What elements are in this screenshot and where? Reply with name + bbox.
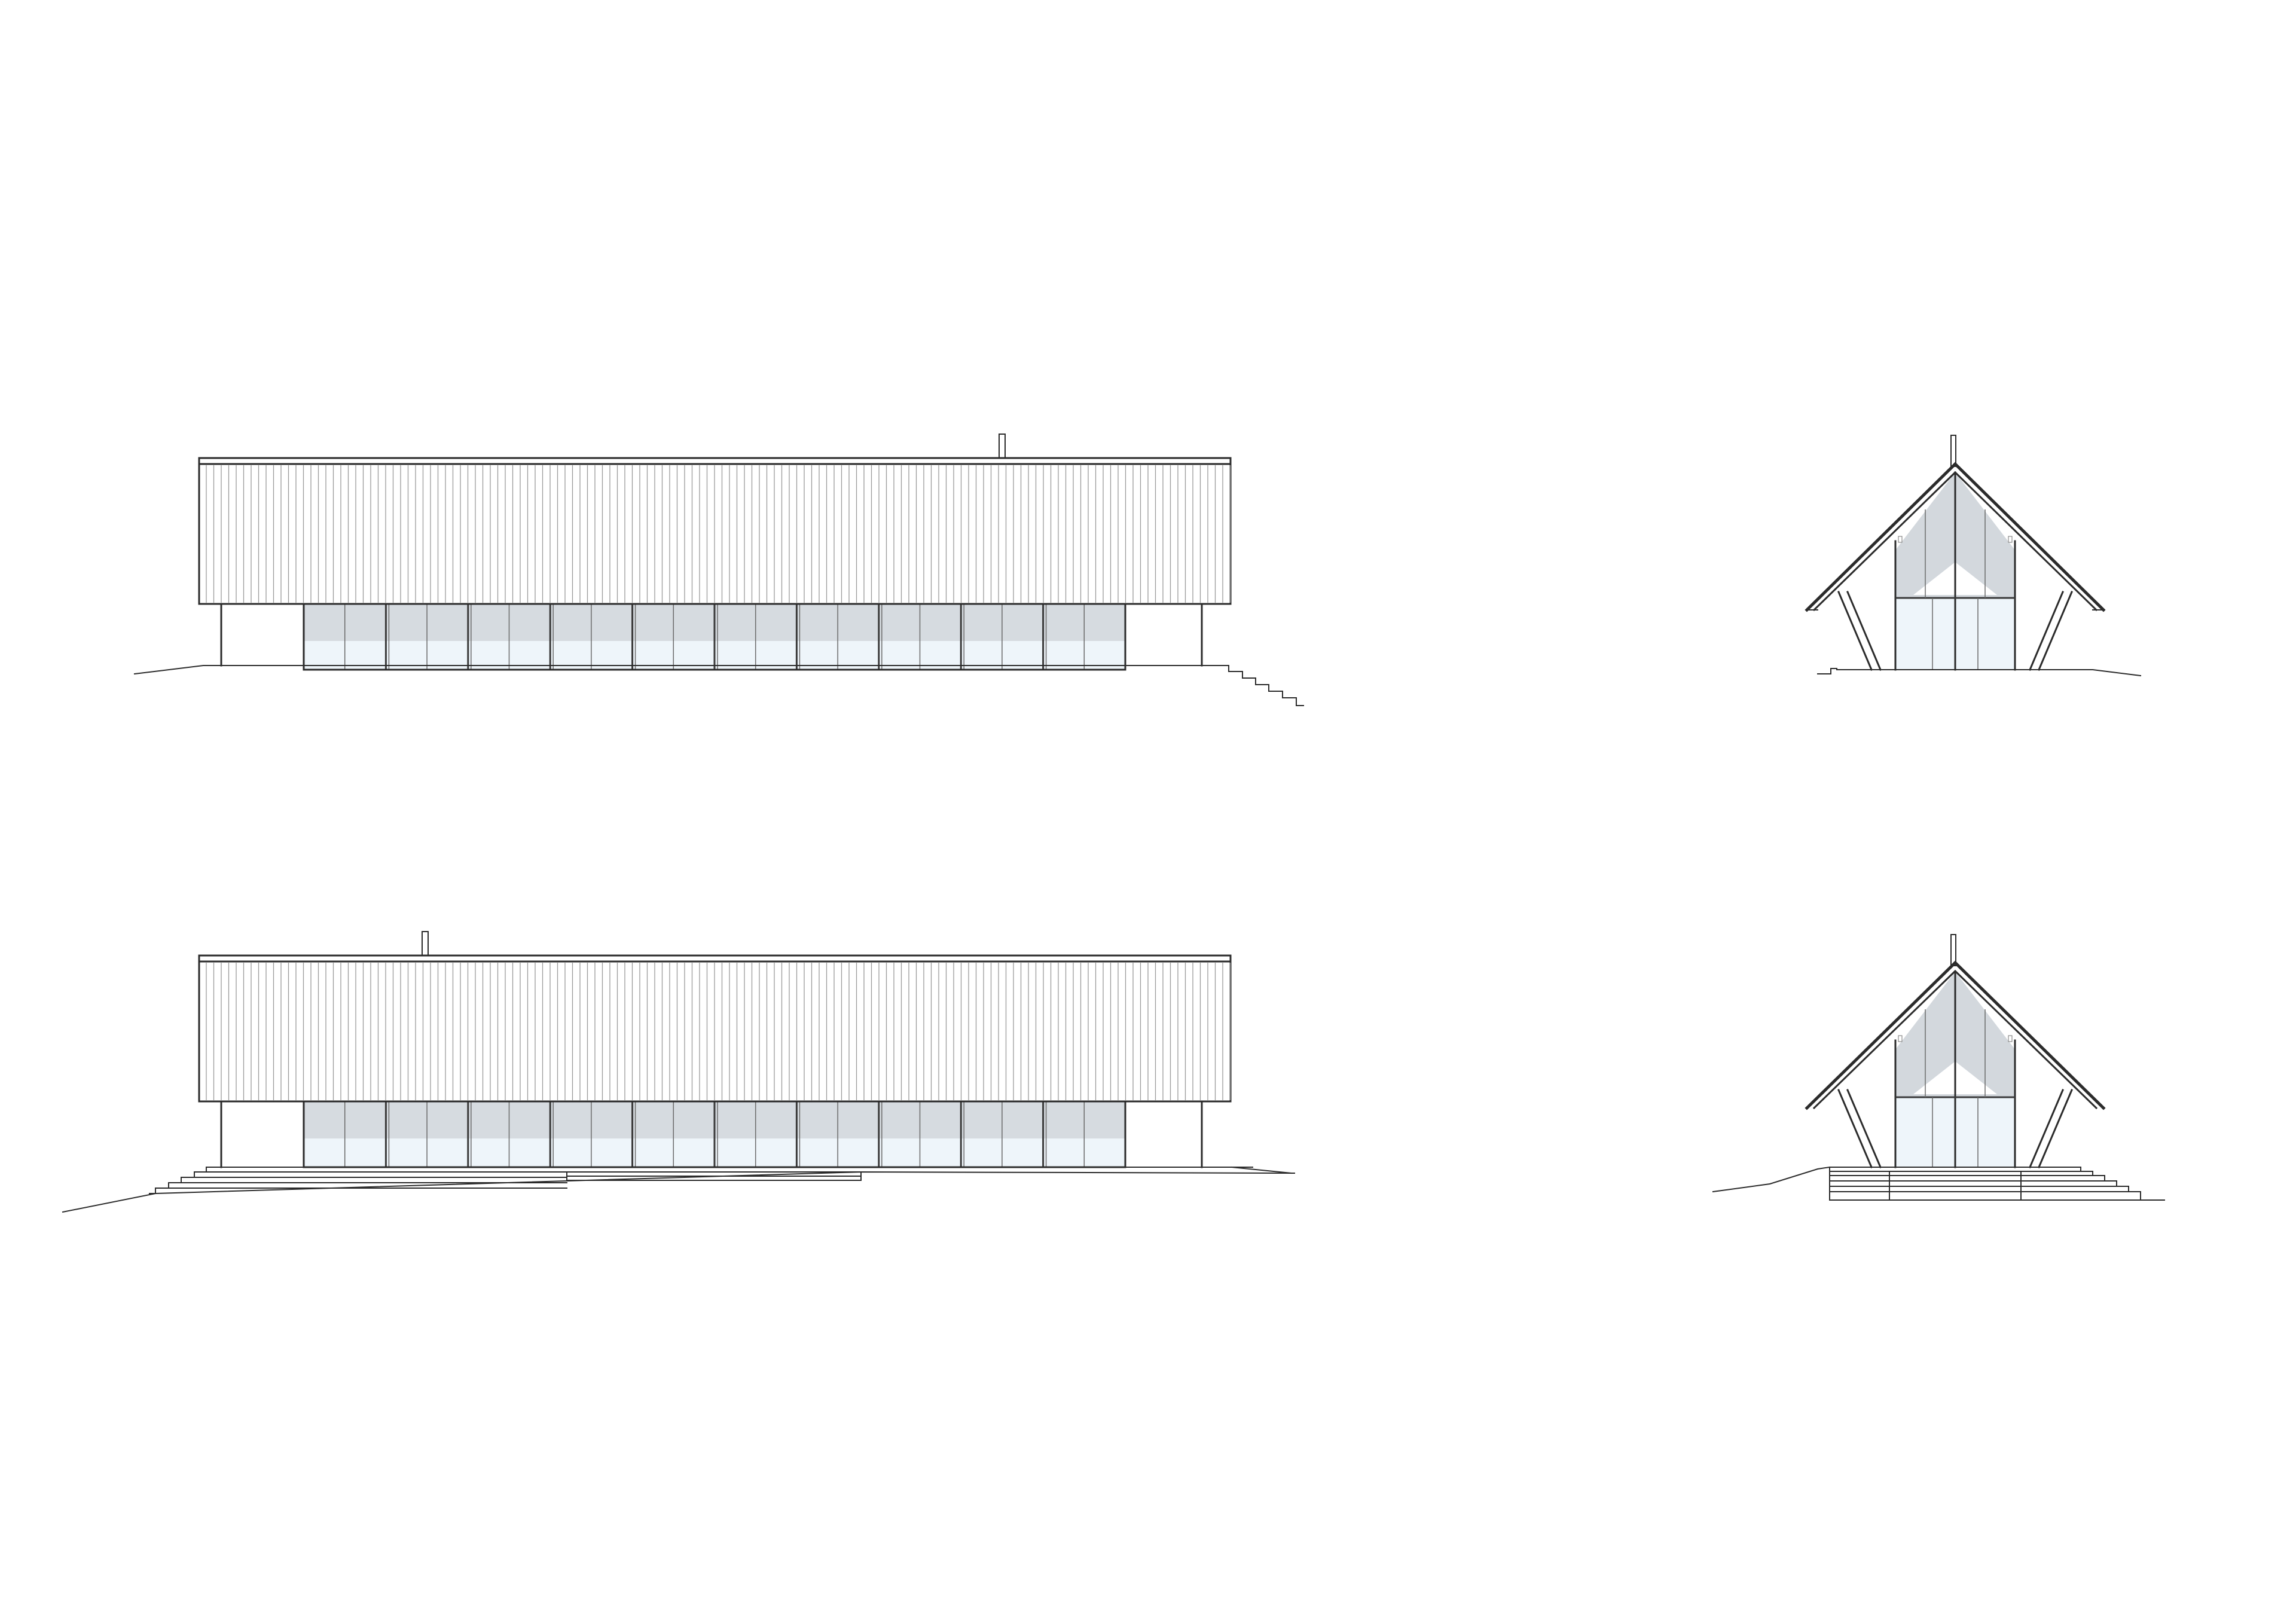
vertical-cladding-lines — [206, 465, 1231, 603]
vertical-cladding-lines — [206, 963, 1231, 1100]
gable-elevation-a — [1805, 435, 2142, 677]
ground-line — [1712, 1166, 1831, 1193]
strut-right — [2038, 1089, 2073, 1168]
terrain-steps — [1219, 665, 1304, 706]
strut-right — [2038, 591, 2073, 671]
roof-outline — [1805, 960, 2106, 1110]
glazing-band — [303, 1100, 1126, 1168]
chimney — [422, 931, 429, 956]
chimney — [1950, 435, 1956, 467]
gable-window-frame — [1894, 970, 2016, 1168]
long-elevation-b — [62, 931, 1296, 1213]
terrace-steps — [62, 1166, 1296, 1213]
strut-left — [1837, 591, 1873, 671]
chimney — [999, 434, 1006, 459]
ground-line — [133, 665, 1220, 675]
roof-outline — [1805, 462, 2106, 612]
entrance-steps — [1712, 1166, 2165, 1201]
ground-line — [62, 1171, 1296, 1213]
gable-window-frame — [1894, 471, 2016, 671]
ground-line — [1817, 668, 2142, 677]
gable-elevation-b — [1712, 934, 2165, 1201]
long-elevation-a — [133, 434, 1304, 706]
strut-left — [1837, 1089, 1873, 1168]
glazing-band — [303, 603, 1126, 671]
